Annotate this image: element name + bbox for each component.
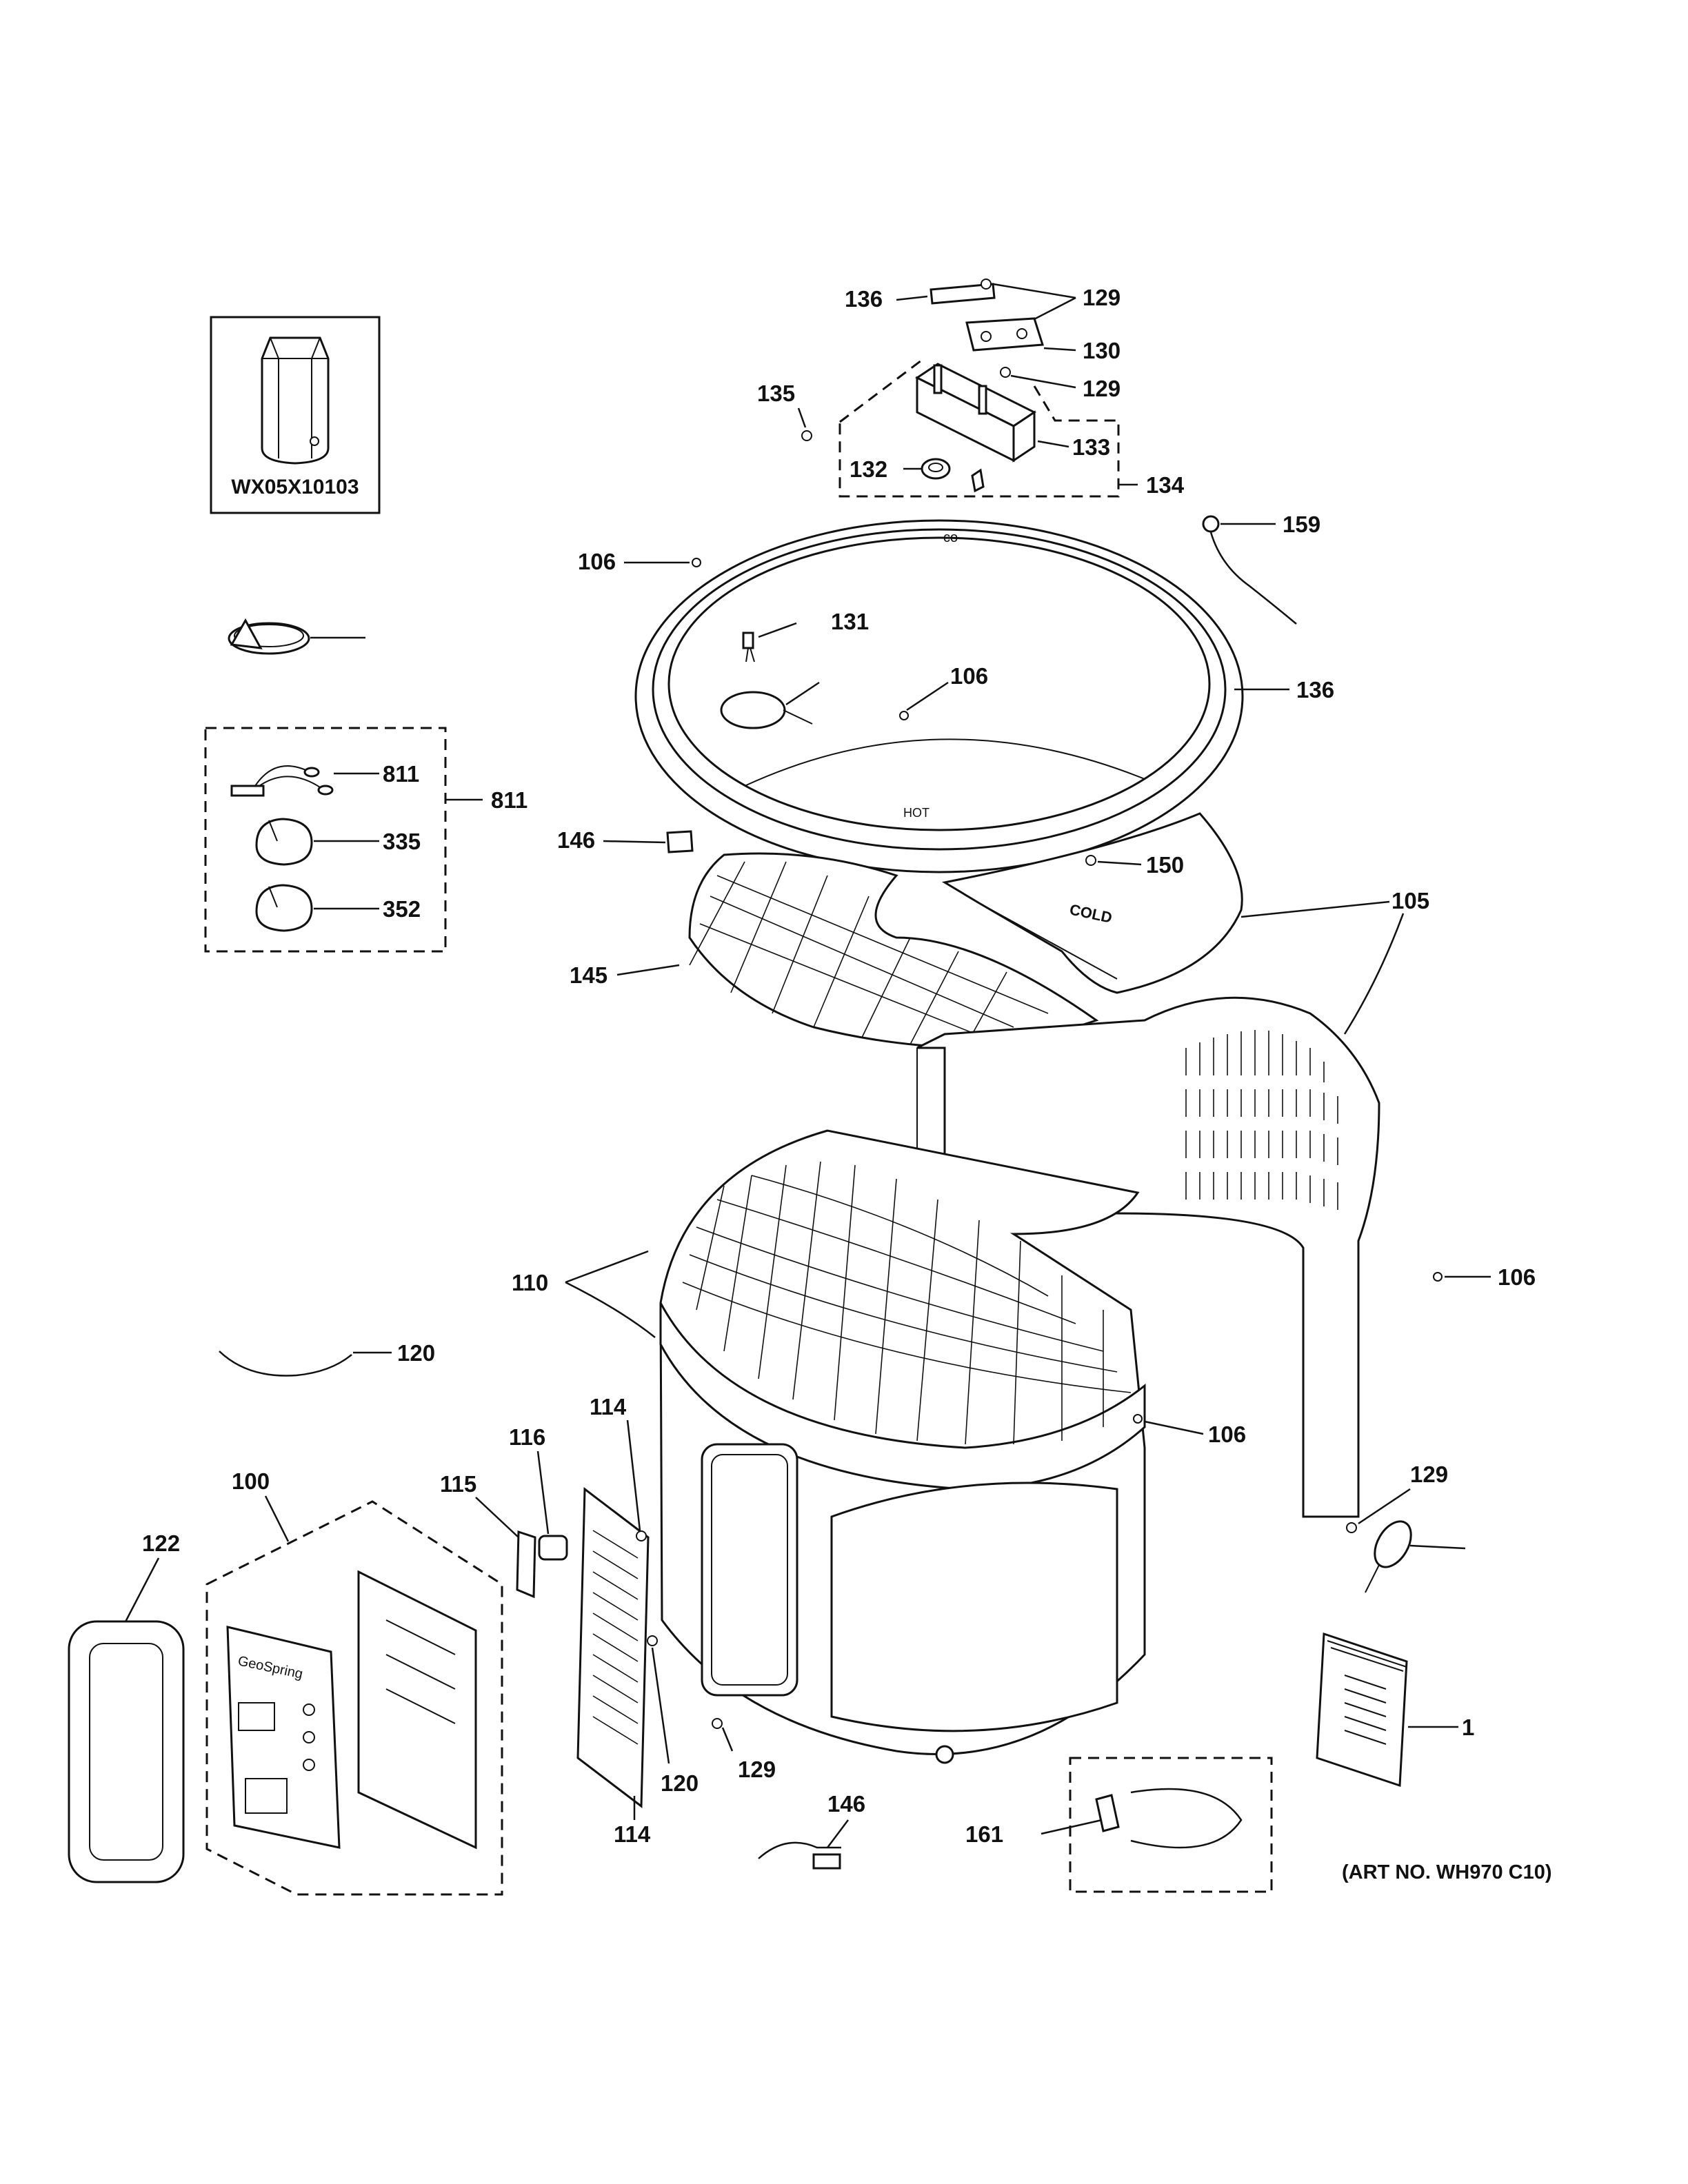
callout-150: 150 <box>1146 852 1184 878</box>
wire-120: 120 <box>219 1340 435 1377</box>
kit-162: 161 <box>965 1757 1273 1893</box>
art-number: (ART NO. WH970 C10) <box>1342 1861 1552 1883</box>
callout-136-top: 135 <box>757 381 795 406</box>
callout-135: 134 <box>1146 472 1185 498</box>
callout-145: 145 <box>570 962 607 988</box>
kit-335-box: 811 335 352 811 <box>204 727 528 953</box>
callout-115: 114 <box>614 1821 651 1847</box>
bracket-130: 136 <box>845 283 996 312</box>
callout-116: 115 <box>440 1471 476 1497</box>
callout-332: 811 <box>383 761 419 787</box>
clip-146: 146 <box>557 827 694 853</box>
screw-106-right: 106 <box>1433 1264 1536 1290</box>
tool-wrench-box: WX05X10103 <box>210 316 381 514</box>
cable-tie-811-top <box>720 681 820 729</box>
bracket-116: 115 <box>440 1471 536 1599</box>
socket-wrench-icon <box>261 336 330 465</box>
literature-1: 1 <box>1316 1632 1474 1788</box>
ground-wire-161: 159 <box>1202 512 1320 625</box>
front-shroud-110: 110 <box>512 1129 1146 1764</box>
tool-part-number: WX05X10103 <box>231 476 359 498</box>
cable-tie-811-right <box>1365 1520 1466 1593</box>
svg-text:co: co <box>943 530 958 545</box>
callout-105: 105 <box>1391 888 1429 913</box>
callout-140: 136 <box>1296 677 1334 702</box>
callout-131: 130 <box>1083 338 1121 363</box>
junction-box-134 <box>915 363 1036 463</box>
callout-133: 132 <box>850 456 887 482</box>
callout-130: 136 <box>845 286 883 312</box>
callout-100: 100 <box>232 1468 270 1494</box>
callout-117: 116 <box>509 1424 545 1450</box>
callout-106-center: 106 <box>950 663 988 689</box>
screw-106-center: 106 <box>899 663 988 720</box>
bezel-122: 122 <box>68 1530 185 1883</box>
callout-161: 159 <box>1283 512 1320 537</box>
callout-106-right: 106 <box>1498 1264 1536 1290</box>
screw-150: 150 <box>1085 852 1184 878</box>
screw-114: 114 <box>590 1394 647 1541</box>
screw-106-top: 106 <box>578 549 701 574</box>
callout-146: 146 <box>557 827 595 853</box>
callout-122: 122 <box>142 1530 180 1556</box>
hot-marking: HOT <box>903 806 930 820</box>
clamp-352 <box>228 618 365 655</box>
callout-110: 110 <box>512 1270 548 1295</box>
callout-106-top: 106 <box>578 549 616 574</box>
grommet-117: 116 <box>509 1424 568 1561</box>
callout-106-front: 106 <box>1208 1422 1246 1447</box>
callout-162: 161 <box>965 1821 1003 1847</box>
access-panel-115: 114 <box>576 1487 651 1847</box>
shroud-louvers <box>1185 1030 1338 1210</box>
callout-134: 133 <box>1072 434 1110 460</box>
callout-129-top: 129 <box>1083 285 1121 310</box>
connector-334 <box>255 884 313 932</box>
callout-132: 131 <box>831 609 869 634</box>
callout-114: 114 <box>590 1394 627 1419</box>
callout-120: 120 <box>397 1340 435 1366</box>
jumper-wire-159: 146 <box>758 1791 865 1870</box>
control-board <box>357 1570 477 1850</box>
callout-331: 335 <box>383 829 421 854</box>
control-module-100: 100 GeoSpring <box>205 1468 503 1896</box>
screw-129-bottom: 129 <box>712 1718 776 1782</box>
screw-129-right: 129 <box>1346 1462 1448 1533</box>
callout-1: 1 <box>1462 1715 1474 1740</box>
bushing-133 <box>921 458 985 493</box>
shroud-top-grille <box>682 1161 1132 1445</box>
callout-334: 352 <box>383 896 421 922</box>
wire-harness-332 <box>230 765 334 797</box>
callout-335: 811 <box>491 787 528 813</box>
top-cover-140: co HOT 136 <box>634 519 1334 873</box>
callout-159: 146 <box>827 1791 865 1817</box>
screw-136-bottom: 120 <box>647 1635 699 1796</box>
top-plate: COLD <box>941 812 1243 994</box>
sensor-132: 131 <box>742 609 869 663</box>
screw-136-top: 135 <box>757 381 812 441</box>
callout-129-bottom: 129 <box>738 1757 776 1782</box>
gasket-131: 130 <box>965 317 1121 363</box>
assembly-135-box: 133 132 134 <box>838 357 1185 498</box>
callout-136-bottom: 120 <box>661 1770 699 1796</box>
callout-129-mid: 129 <box>1083 376 1121 401</box>
callout-129-right: 129 <box>1410 1462 1448 1487</box>
screw-129-mid: 129 <box>1000 367 1121 401</box>
display-panel: GeoSpring <box>226 1626 341 1849</box>
connector-331 <box>255 818 313 866</box>
screw-106-front: 106 <box>1133 1414 1246 1447</box>
tray-grid <box>689 861 1049 1047</box>
